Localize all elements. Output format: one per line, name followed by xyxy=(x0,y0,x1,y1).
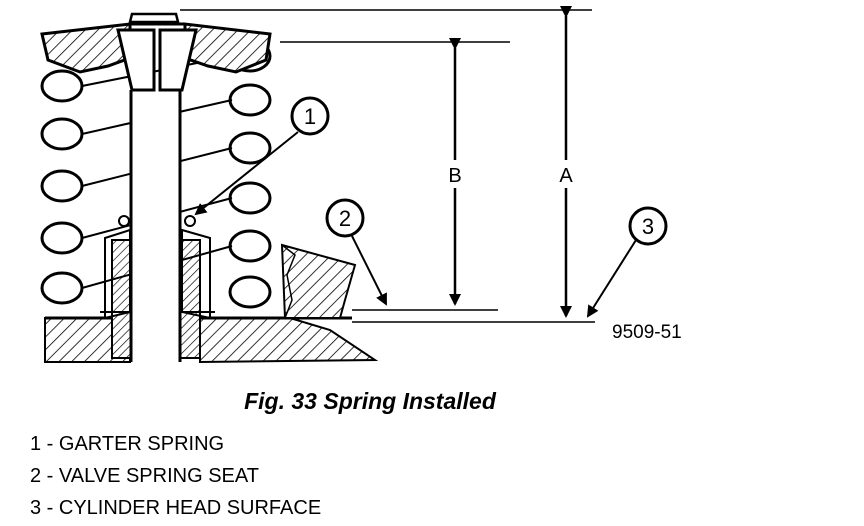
figure-caption: Fig. 33 Spring Installed xyxy=(244,388,496,414)
valve-stem xyxy=(129,90,182,362)
dimension-a: A xyxy=(554,6,578,318)
dimension-extension-lines xyxy=(180,9,595,323)
valve-keepers xyxy=(116,12,198,92)
callout-3: 3 xyxy=(586,206,668,318)
head-casting-section xyxy=(280,243,357,319)
callout-1: 1 xyxy=(194,96,330,216)
legend-item-1: 1 - GARTER SPRING xyxy=(30,433,225,455)
valve-spring-seat xyxy=(100,228,215,320)
part-number: 9509-51 xyxy=(612,322,682,343)
legend: 1 - GARTER SPRING 2 - VALVE SPRING SEAT … xyxy=(30,430,321,526)
dimension-a-label: A xyxy=(559,165,573,187)
dimension-b: B xyxy=(443,38,467,306)
valve-spring xyxy=(40,39,272,309)
legend-item-3: 3 - CYLINDER HEAD SURFACE xyxy=(30,497,322,519)
legend-item-2: 2 - VALVE SPRING SEAT xyxy=(30,465,259,487)
callout-1-label: 1 xyxy=(304,104,316,129)
callout-3-label: 3 xyxy=(642,214,654,239)
garter-spring xyxy=(118,215,196,227)
callout-2: 2 xyxy=(325,198,387,306)
callout-2-label: 2 xyxy=(339,206,351,231)
cylinder-head xyxy=(44,316,379,364)
spring-retainer xyxy=(40,22,272,74)
dimension-b-label: B xyxy=(448,165,461,187)
